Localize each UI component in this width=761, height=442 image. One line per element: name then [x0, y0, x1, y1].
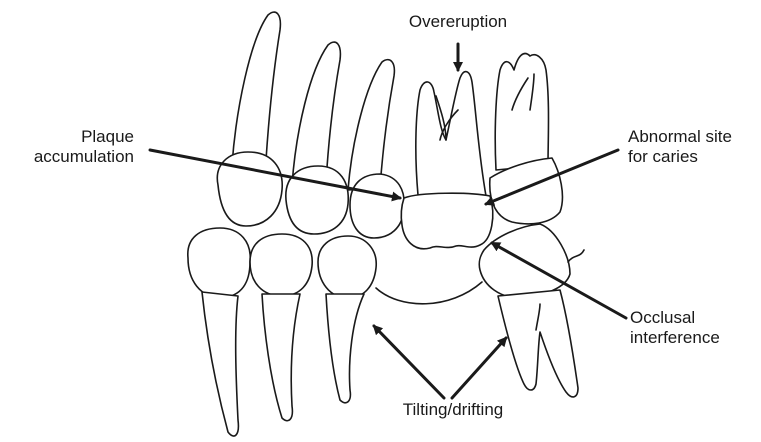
lower-root-2 [262, 294, 300, 421]
upper-root-2 [292, 42, 340, 185]
overerupted-molar-crown [401, 193, 493, 249]
upper-crown-3 [350, 174, 404, 238]
upper-root-3 [348, 60, 394, 190]
label-plaque-line2: accumulation [4, 147, 134, 167]
overerupted-molar-roots [416, 72, 486, 196]
label-abnormal-site-caries: Abnormal site for caries [628, 127, 732, 167]
label-plaque-line1: Plaque [4, 127, 134, 147]
label-plaque-accumulation: Plaque accumulation [4, 127, 134, 167]
label-occlusal-interference: Occlusal interference [630, 308, 720, 348]
upper-root-1 [232, 12, 280, 165]
label-occlusal-line2: interference [630, 328, 720, 348]
edentulous-ridge [376, 282, 482, 304]
upper-crown-1 [217, 152, 282, 226]
lower-molar-roots [498, 290, 578, 397]
label-caries-line1: Abnormal site [628, 127, 732, 147]
arrow-tilting-right [452, 338, 506, 398]
label-occlusal-line1: Occlusal [630, 308, 720, 328]
upper-crown-2 [286, 166, 348, 234]
lower-crown-2 [250, 234, 312, 296]
lower-molar-tissue [568, 250, 584, 262]
lower-crown-3 [318, 236, 376, 298]
upper-molar-roots [495, 54, 548, 170]
lower-root-3 [326, 294, 364, 403]
label-caries-line2: for caries [628, 147, 732, 167]
lower-root-1 [202, 292, 238, 436]
label-tilting-drifting: Tilting/drifting [378, 400, 528, 420]
arrow-tilting-left [374, 326, 444, 398]
label-overeruption: Overeruption [398, 12, 518, 32]
lower-crown-1 [188, 228, 250, 298]
